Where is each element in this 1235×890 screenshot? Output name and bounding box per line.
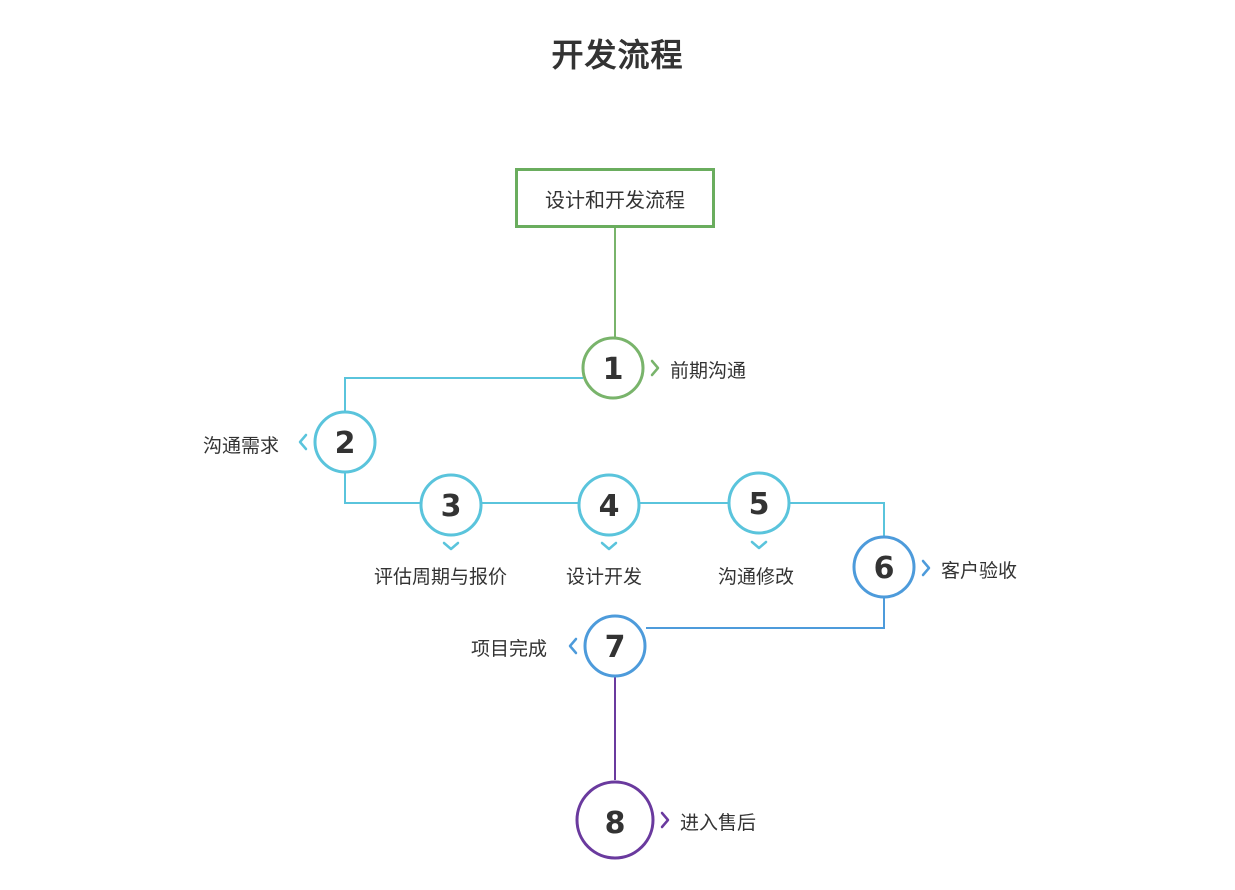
step-5-number: 5 xyxy=(749,487,770,522)
step-5-circle xyxy=(727,471,791,535)
step-3-number: 3 xyxy=(441,489,462,524)
step-4-circle xyxy=(577,473,641,537)
chevron-right-icon xyxy=(650,359,660,377)
step-2: 2 xyxy=(313,410,377,474)
step-2-label: 沟通需求 xyxy=(203,435,280,457)
connector-1-2 xyxy=(344,377,583,412)
step-5-label: 沟通修改 xyxy=(718,566,795,588)
step-1-label: 前期沟通 xyxy=(670,360,747,382)
step-8: 8 xyxy=(575,780,655,860)
connector-2-3 xyxy=(344,473,420,504)
step-6: 6 xyxy=(852,535,916,599)
step-6-number: 6 xyxy=(874,551,895,586)
chevron-left-icon xyxy=(298,433,308,451)
step-1: 1 xyxy=(581,336,645,400)
step-3: 3 xyxy=(419,473,483,537)
step-8-number: 8 xyxy=(605,806,626,841)
chevron-down-icon xyxy=(442,541,460,551)
chevron-left-icon xyxy=(568,637,578,655)
step-7: 7 xyxy=(583,614,647,678)
connector-6-7 xyxy=(646,598,885,629)
page-title: 开发流程 xyxy=(551,36,684,74)
step-7-number: 7 xyxy=(605,630,626,665)
step-4-number: 4 xyxy=(599,489,620,524)
start-box-label: 设计和开发流程 xyxy=(545,187,685,212)
step-2-circle xyxy=(313,410,377,474)
step-7-circle xyxy=(583,614,647,678)
step-3-label: 评估周期与报价 xyxy=(374,566,508,588)
step-7-label: 项目完成 xyxy=(471,638,548,660)
chevron-right-icon xyxy=(660,811,670,829)
chevron-down-icon xyxy=(750,540,768,550)
step-3-circle xyxy=(419,473,483,537)
step-4-label: 设计开发 xyxy=(566,566,643,588)
step-1-circle xyxy=(581,336,645,400)
step-1-number: 1 xyxy=(603,352,624,387)
step-2-number: 2 xyxy=(335,426,356,461)
step-4: 4 xyxy=(577,473,641,537)
start-box: 设计和开发流程 xyxy=(515,168,715,228)
step-6-label: 客户验收 xyxy=(941,560,1018,582)
step-8-circle xyxy=(575,780,655,860)
step-8-label: 进入售后 xyxy=(680,812,757,834)
chevron-right-icon xyxy=(921,559,931,577)
step-6-circle xyxy=(852,535,916,599)
step-5: 5 xyxy=(727,471,791,535)
chevron-down-icon xyxy=(600,541,618,551)
connector-5-6 xyxy=(790,502,885,536)
